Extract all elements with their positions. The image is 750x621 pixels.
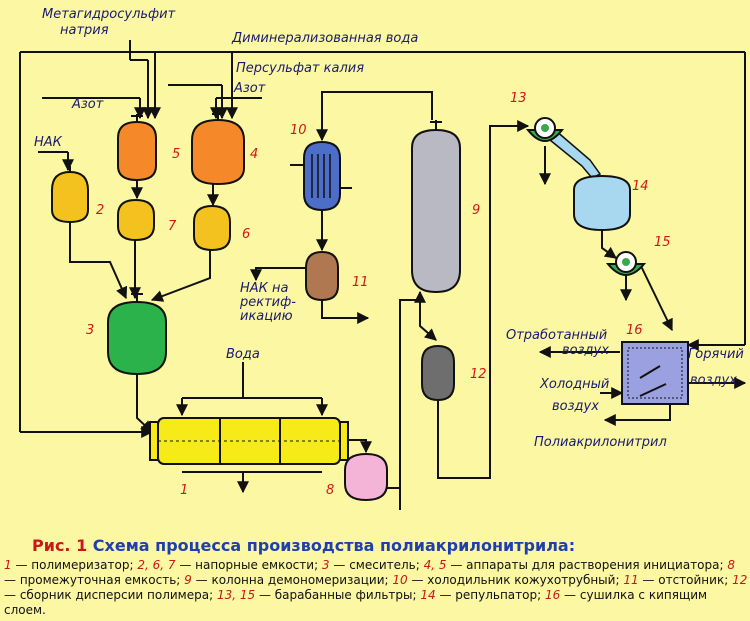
legend-text: — аппараты для растворения инициатора;: [446, 558, 728, 572]
equipment-legend: 1 — полимеризатор; 2, 6, 7 — напорные ем…: [4, 558, 748, 618]
equipment-number-3: 3: [86, 323, 94, 338]
repulper-14: [573, 174, 631, 232]
equipment-number-8: 8: [326, 483, 334, 498]
legend-text: — сборник дисперсии полимера;: [4, 588, 217, 602]
equipment-number-9: 9: [472, 203, 480, 218]
legend-number: 13, 15: [216, 588, 256, 602]
figure-caption: Рис. 1 Схема процесса производства полиа…: [4, 536, 748, 618]
legend-text: — отстойник;: [638, 573, 733, 587]
figure-title: Схема процесса производства полиакрилони…: [92, 536, 576, 555]
legend-number: 2, 6, 7: [137, 558, 176, 572]
label-cold-air-line: Холодный: [539, 377, 609, 392]
legend-text: — сушилка с кипящим слоем.: [4, 588, 708, 617]
legend-number: 9: [184, 573, 192, 587]
label-nak-rectification-line: ректиф-: [239, 295, 296, 310]
drum-filter-13: [525, 117, 565, 142]
equipment-number-14: 14: [632, 179, 649, 194]
legend-text: — репульпатор;: [435, 588, 545, 602]
equipment-number-15: 15: [654, 235, 671, 250]
drum-filter-15: [605, 251, 647, 276]
legend-number: 12: [732, 573, 748, 587]
polymerizer-1: [149, 417, 349, 465]
equipment-number-12: 12: [470, 367, 487, 382]
polymer-collector-12: [421, 344, 455, 402]
label-nitrogen-right: Азот: [233, 81, 266, 96]
legend-text: — промежуточная емкость;: [4, 573, 185, 587]
equipment-number-1: 1: [180, 483, 188, 498]
legend-number: 1: [4, 558, 12, 572]
demonomerization-column-9: [411, 120, 461, 294]
label-demin-water: Диминерализованная вода: [231, 31, 418, 46]
legend-text: — колонна демономеризации;: [191, 573, 393, 587]
label-hot-air-line: Горячий: [688, 347, 744, 362]
label-nak-rectification-line: НАК на: [240, 281, 289, 296]
label-water: Вода: [226, 347, 260, 362]
label-exhaust-air-line: Отработанный: [506, 328, 607, 343]
initiator-dissolver-5: [117, 114, 157, 182]
settler-11: [305, 250, 339, 302]
legend-text: — холодильник кожухотрубный;: [407, 573, 624, 587]
equipment-number-13: 13: [510, 91, 527, 106]
legend-number: 14: [420, 588, 436, 602]
label-exhaust-air-line: воздух: [562, 343, 609, 358]
intermediate-tank-8: [344, 452, 388, 502]
label-persulfate: Персульфат калия: [236, 61, 364, 76]
label-hot-air-line: воздух: [690, 373, 737, 388]
label-metabisulfite-line: Метагидросульфит: [42, 7, 176, 22]
legend-text: — полимеризатор;: [11, 558, 138, 572]
legend-number: 11: [623, 573, 639, 587]
equipment-number-11: 11: [352, 275, 369, 290]
pipelines: [19, 40, 747, 510]
initiator-dissolver-4: [191, 112, 245, 186]
figure-number: Рис. 1: [32, 536, 88, 555]
mixer-3: [107, 292, 167, 376]
equipment-number-5: 5: [172, 147, 180, 162]
equipment-number-16: 16: [626, 323, 643, 338]
equipment-number-10: 10: [290, 123, 307, 138]
equipment-number-2: 2: [96, 203, 104, 218]
fluidized-bed-dryer-16: [621, 341, 689, 405]
pressure-tank-6: [193, 204, 231, 252]
pressure-tank-7: [117, 198, 155, 242]
label-cold-air-line: воздух: [552, 399, 599, 414]
legend-text: — напорные емкости;: [175, 558, 322, 572]
legend-number: 8: [727, 558, 735, 572]
equipment-number-7: 7: [168, 219, 177, 234]
legend-number: 3: [321, 558, 330, 572]
legend-number: 10: [392, 573, 408, 587]
legend-text: — смеситель;: [329, 558, 424, 572]
legend-number: 16: [544, 588, 561, 602]
legend-number: 4, 5: [423, 558, 447, 572]
label-hot-air: Горячий воздух: [688, 347, 744, 388]
label-metabisulfite-line: натрия: [60, 23, 109, 38]
caption-title: Рис. 1 Схема процесса производства полиа…: [32, 536, 748, 555]
legend-text: — барабанные фильтры;: [255, 588, 421, 602]
equipment-number-6: 6: [242, 227, 250, 242]
shell-tube-cooler-10: [290, 140, 352, 212]
label-nitrogen-left: Азот: [71, 97, 104, 112]
label-cold-air: Холодный воздух: [539, 377, 609, 414]
label-nak: НАК: [34, 135, 63, 150]
equipment-number-4: 4: [250, 147, 258, 162]
label-product: Полиакрилонитрил: [534, 435, 667, 450]
pressure-tank-2: [51, 166, 89, 224]
label-nak-rectification-line: икацию: [240, 309, 293, 324]
